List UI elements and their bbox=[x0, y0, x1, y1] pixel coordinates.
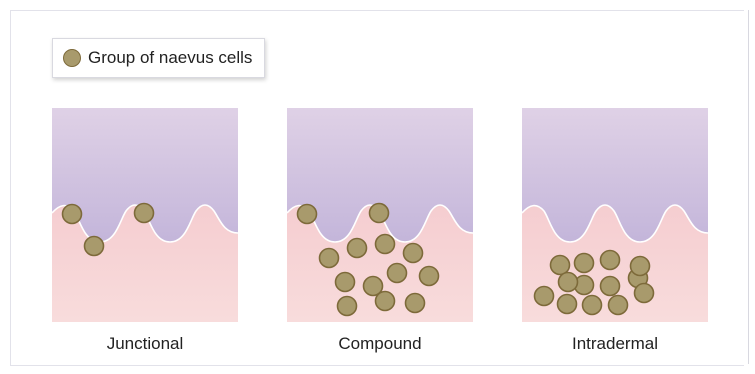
naevus-cell-icon bbox=[635, 284, 654, 303]
naevus-cell-icon bbox=[559, 273, 578, 292]
naevus-cell-icon bbox=[135, 204, 154, 223]
naevus-cell-icon bbox=[575, 254, 594, 273]
naevus-cell-icon bbox=[376, 292, 395, 311]
intradermal-naevus-diagram bbox=[522, 108, 708, 322]
naevus-cell-icon bbox=[404, 244, 423, 263]
junctional-naevus-diagram bbox=[52, 108, 238, 322]
junctional-label: Junctional bbox=[52, 334, 238, 354]
naevus-cell-icon bbox=[388, 264, 407, 283]
naevus-cell-icon bbox=[320, 249, 339, 268]
naevus-cell-icon bbox=[348, 239, 367, 258]
naevus-cell-icon bbox=[535, 287, 554, 306]
naevus-cell-icon bbox=[298, 205, 317, 224]
naevus-cell-icon bbox=[338, 297, 357, 316]
naevus-cell-icon bbox=[558, 295, 577, 314]
naevus-cell-icon bbox=[601, 277, 620, 296]
intradermal-panel bbox=[522, 108, 708, 322]
naevus-cell-icon bbox=[63, 205, 82, 224]
legend-label: Group of naevus cells bbox=[88, 48, 252, 68]
naevus-cell-icon bbox=[336, 273, 355, 292]
naevus-cell-icon bbox=[551, 256, 570, 275]
naevus-cell-icon bbox=[609, 296, 628, 315]
junctional-panel bbox=[52, 108, 238, 322]
naevus-cell-icon bbox=[370, 204, 389, 223]
figure-edge bbox=[748, 10, 755, 364]
naevus-cell-icon bbox=[85, 237, 104, 256]
compound-naevus-diagram bbox=[287, 108, 473, 322]
naevus-cell-icon bbox=[631, 257, 650, 276]
naevus-cell-icon bbox=[63, 49, 81, 67]
naevus-cell-icon bbox=[601, 251, 620, 270]
naevus-cell-icon bbox=[420, 267, 439, 286]
naevus-cell-icon bbox=[583, 296, 602, 315]
compound-label: Compound bbox=[287, 334, 473, 354]
legend: Group of naevus cells bbox=[52, 38, 265, 78]
naevus-cell-icon bbox=[376, 235, 395, 254]
compound-panel bbox=[287, 108, 473, 322]
naevus-cell-icon bbox=[406, 294, 425, 313]
intradermal-label: Intradermal bbox=[522, 334, 708, 354]
